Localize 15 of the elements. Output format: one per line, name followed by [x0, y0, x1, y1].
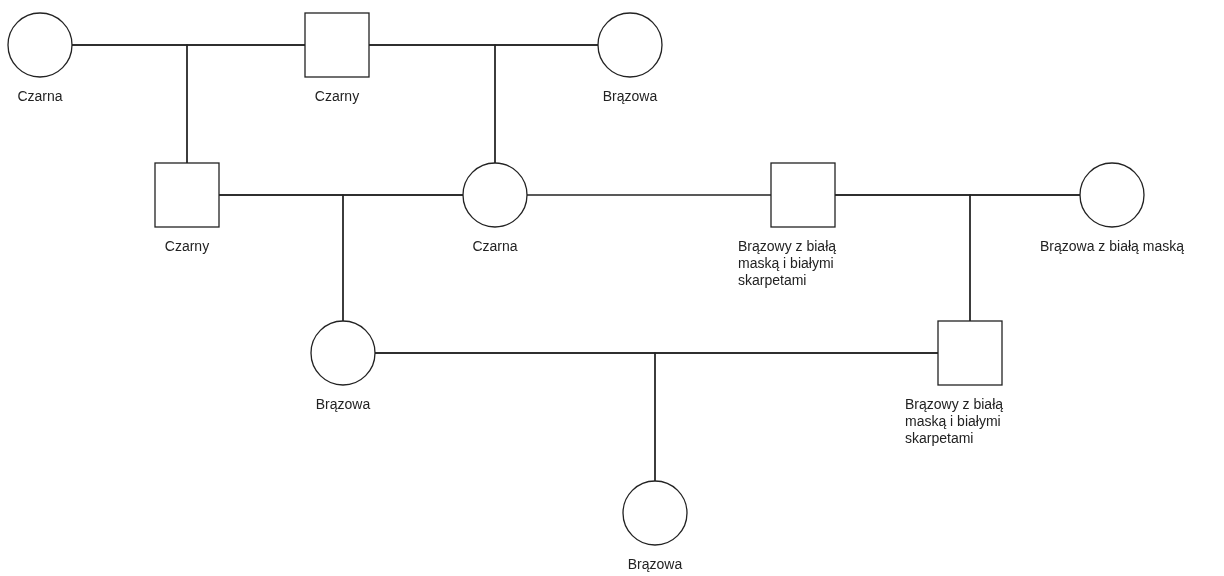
pedigree-line [654, 352, 939, 482]
name-label: Brązowa z białą maską [1039, 238, 1185, 255]
pedigree-line [342, 194, 464, 322]
name-label: Brązowa [626, 556, 684, 573]
name-label: Brązowy z białą maską i białymi skarpetami [905, 396, 1005, 447]
pedigree-line [969, 194, 1081, 322]
pedigree-line [494, 44, 599, 164]
name-label: Czarna [16, 88, 64, 105]
name-label: Czarny [163, 238, 211, 255]
name-label: Czarny [313, 88, 361, 105]
name-label: Brązowa [601, 88, 659, 105]
name-label: Brązowa [314, 396, 372, 413]
name-label: Czarna [471, 238, 519, 255]
pedigree-line [186, 44, 306, 164]
name-label: Brązowy z białą maską i białymi skarpetami [738, 238, 838, 289]
